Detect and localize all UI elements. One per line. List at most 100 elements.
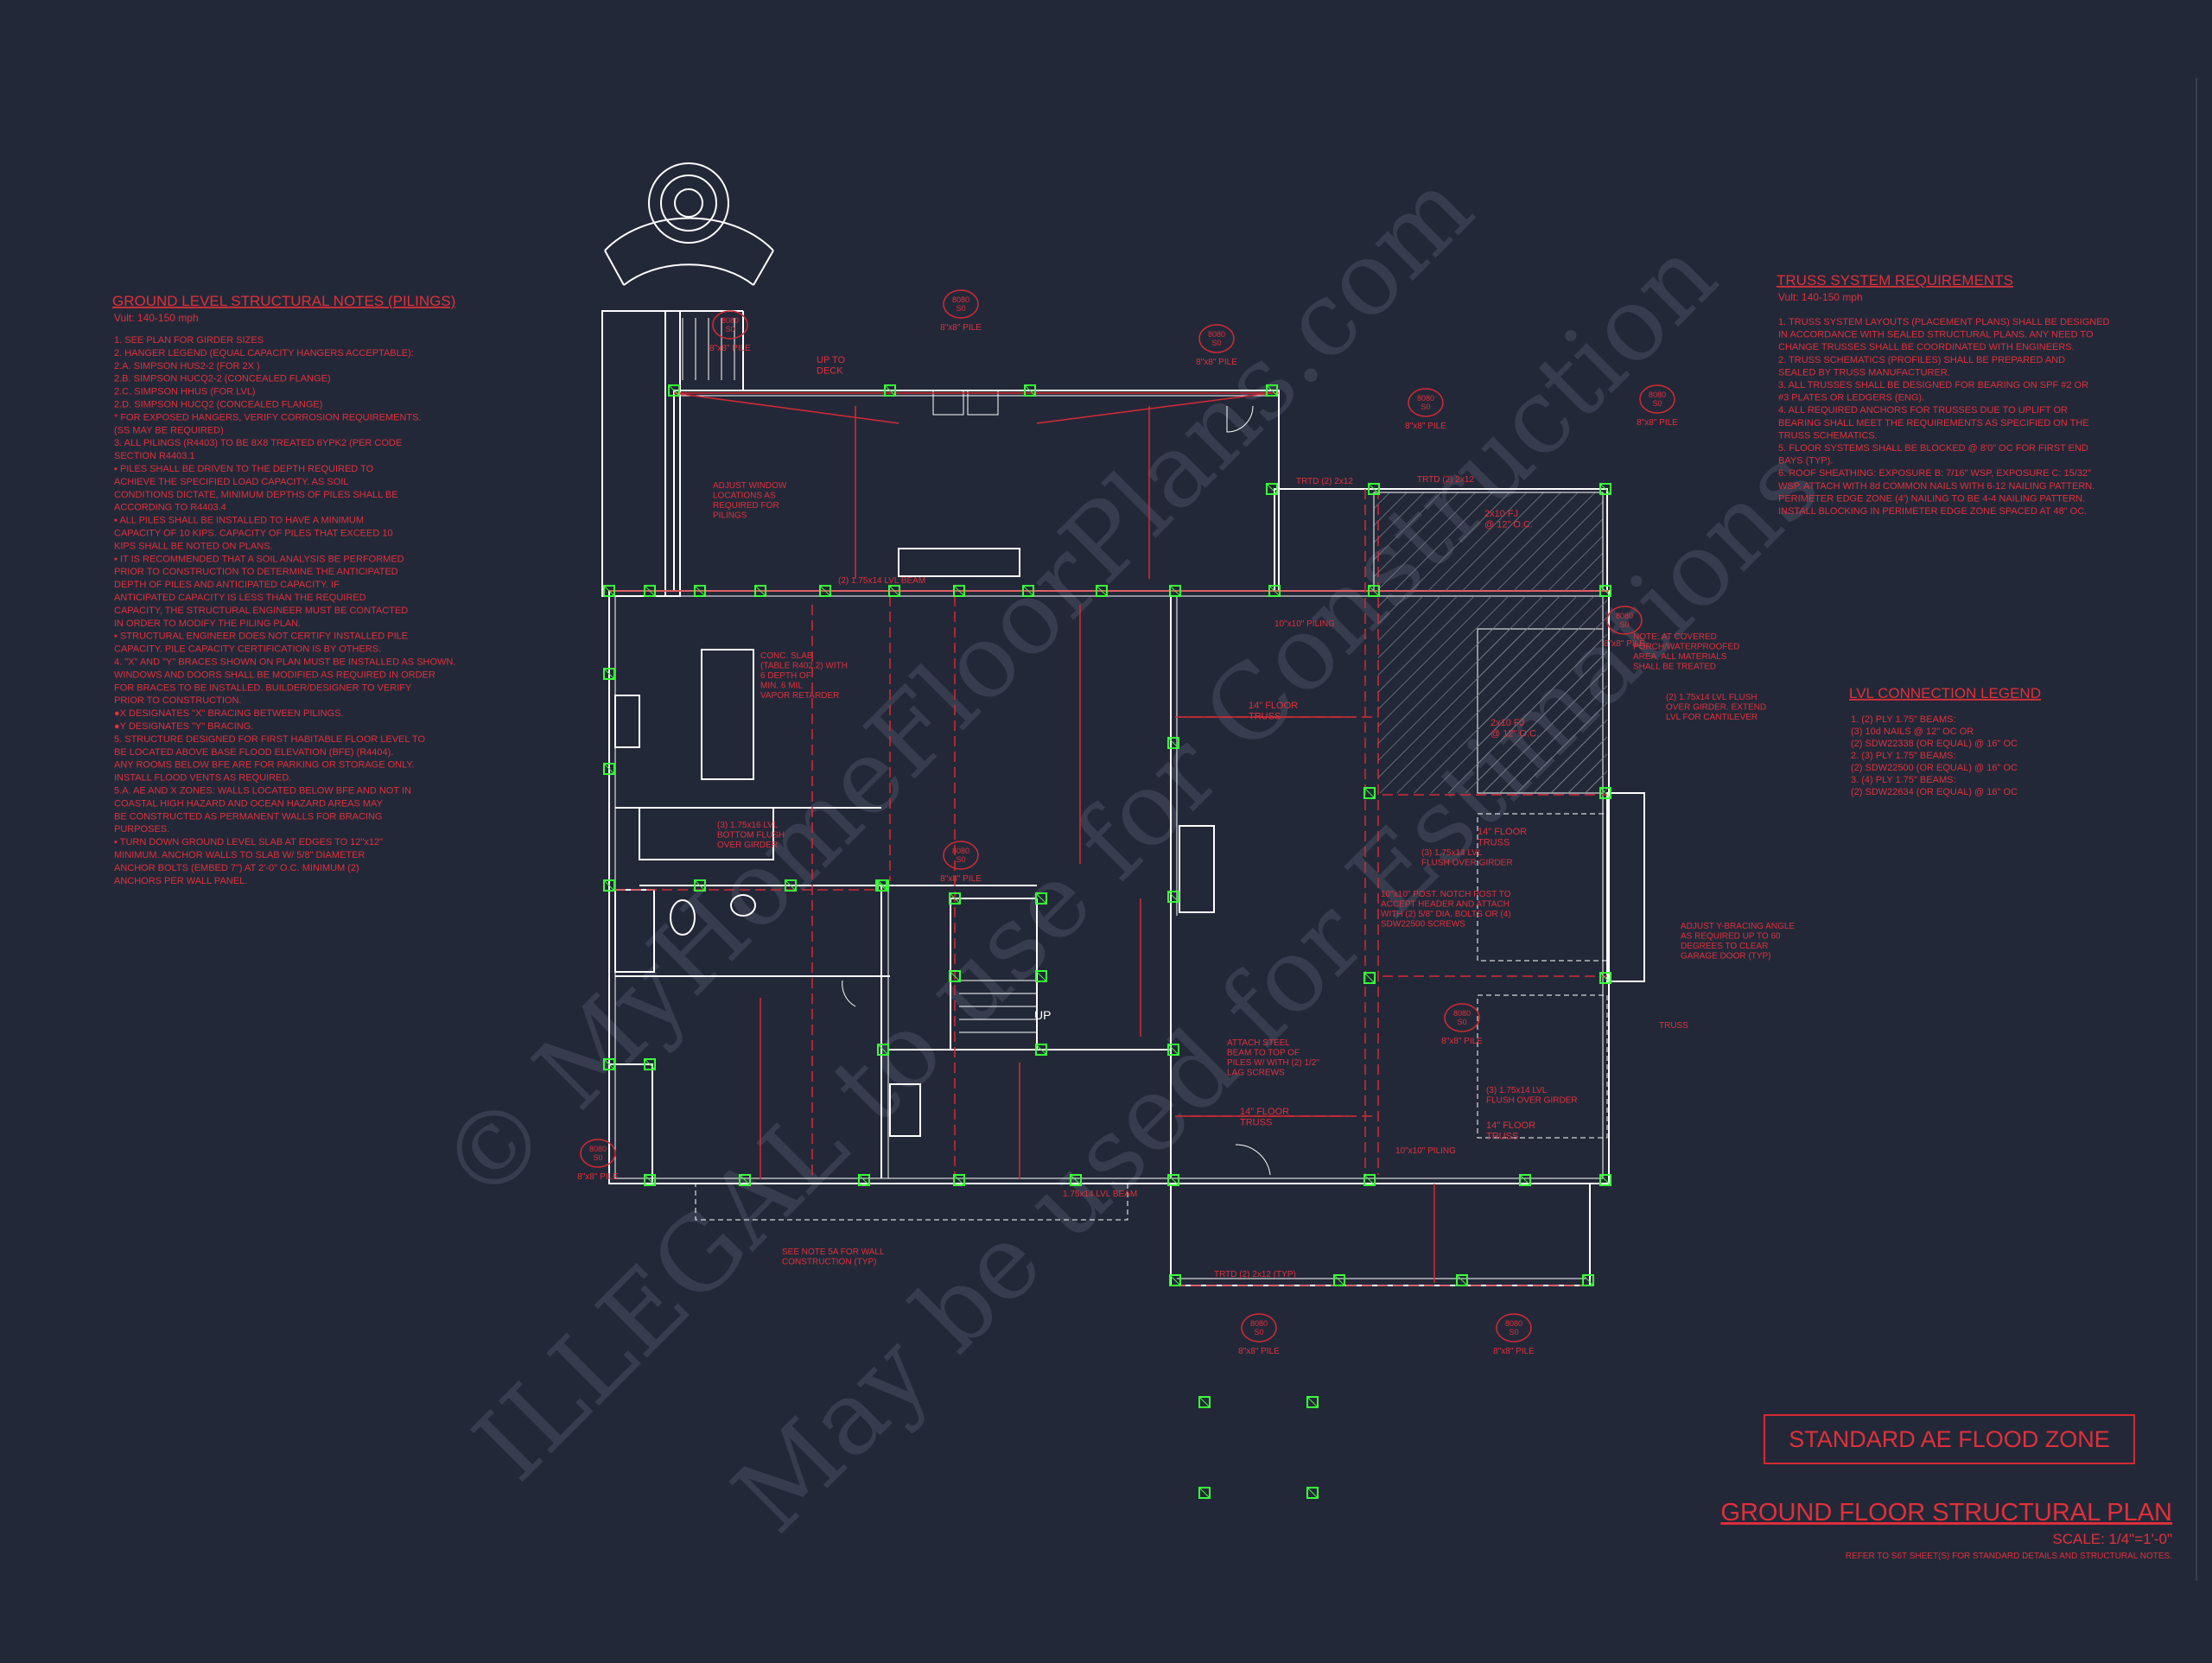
piling-cross — [1599, 972, 1611, 984]
pile-tag-text: 8080 — [589, 1145, 607, 1153]
pile-tag-text: 8080 — [721, 316, 739, 325]
plan-scale: SCALE: 1/4"=1'-0" — [2052, 1531, 2172, 1547]
piling-cross — [1035, 1044, 1047, 1056]
truss-line: BEARING SHALL MEET THE REQUIREMENTS AS S… — [1778, 418, 2089, 428]
piling — [1096, 585, 1108, 597]
piling — [1599, 972, 1611, 984]
piling — [953, 1174, 965, 1186]
piling — [1169, 585, 1181, 597]
piling — [1582, 1274, 1594, 1286]
piling-cross — [1167, 737, 1179, 749]
pile-label: 8"x8" PILE — [577, 1172, 619, 1182]
note-line: PURPOSES. — [114, 824, 169, 835]
truss-line: CHANGE TRUSSES SHALL BE COORDINATED WITH… — [1778, 342, 2075, 352]
piling — [1333, 1274, 1345, 1286]
label-truss: TRUSS — [1659, 1021, 1688, 1031]
note-line: BE CONSTRUCTED AS PERMANENT WALLS FOR BR… — [114, 811, 383, 822]
note-line: ●X DESIGNATES "X" BRACING BETWEEN PILING… — [114, 708, 343, 719]
pile-label: 8"x8" PILE — [1637, 418, 1678, 428]
truss-line: WSP. ATTACH WITH 8d COMMON NAILS WITH 6-… — [1778, 481, 2094, 492]
note-line: 1. SEE PLAN FOR GIRDER SIZES — [114, 335, 264, 346]
truss-line: 5. FLOOR SYSTEMS SHALL BE BLOCKED @ 8'0"… — [1778, 443, 2088, 454]
piling-cross — [884, 384, 896, 397]
pile-tag-text: 8080 — [1649, 390, 1666, 399]
piling — [785, 879, 797, 892]
piling-cross — [1035, 970, 1047, 982]
note-line: ▪ TURN DOWN GROUND LEVEL SLAB AT EDGES T… — [114, 837, 383, 847]
piling — [1035, 1044, 1047, 1056]
label-fj-2x10: 2x10 FJ@ 12" O.C. — [1491, 718, 1539, 739]
pile-label: 8"x8" PILE — [940, 874, 982, 884]
piling — [953, 585, 965, 597]
piling-cross — [1022, 585, 1034, 597]
piling-cross — [1363, 787, 1376, 799]
label-pile-10-b: 10"x10" PILING — [1395, 1146, 1456, 1156]
piling — [1363, 1174, 1376, 1186]
note-line: ANCHOR BOLTS (EMBED 7") AT 2'-0" O.C. MI… — [114, 863, 359, 873]
piling-cross — [1519, 1174, 1531, 1186]
pile-label: 8"x8" PILE — [1196, 358, 1237, 367]
piling-cross — [1266, 384, 1278, 397]
note-line: ▪ PILES SHALL BE DRIVEN TO THE DEPTH REQ… — [114, 464, 374, 474]
piling — [819, 585, 831, 597]
piling-cross — [1306, 1396, 1319, 1408]
piling-cross — [953, 1174, 965, 1186]
piling — [858, 1174, 870, 1186]
pile-tag — [1606, 606, 1643, 635]
note-line: 2.C. SIMPSON HHUS (FOR LVL) — [114, 387, 256, 397]
lvl-line: (2) SDW22634 (OR EQUAL) @ 16" OC — [1851, 787, 2018, 797]
piling-cross — [1096, 585, 1108, 597]
note-line: DEPTH OF PILES AND ANTICIPATED CAPACITY.… — [114, 580, 340, 590]
note-line: 2.D. SIMPSON HUCQ2 (CONCEALED FLANGE) — [114, 400, 322, 410]
pile-label: 8"x8" PILE — [1441, 1037, 1483, 1046]
piling — [644, 585, 656, 597]
note-line: 2.A. SIMPSON HUS2-2 (FOR 2X ) — [114, 361, 260, 371]
truss-line: SEALED BY TRUSS MANUFACTURER. — [1778, 367, 1950, 378]
note-line: COASTAL HIGH HAZARD AND OCEAN HAZARD ARE… — [114, 798, 384, 809]
label-up: UP — [1034, 1008, 1051, 1022]
note-line: KIPS SHALL BE NOTED ON PLANS. — [114, 541, 273, 551]
piling-cross — [754, 585, 766, 597]
piling — [1363, 787, 1376, 799]
walls — [601, 310, 1645, 1286]
piling — [668, 384, 680, 397]
pile-tag-text: S0 — [1421, 403, 1430, 411]
label-pile-10: 10"x10" PILING — [1274, 619, 1335, 629]
title-block: GROUND FLOOR STRUCTURAL PLAN SCALE: 1/4"… — [1720, 1499, 2172, 1561]
piling-cross — [644, 1058, 656, 1070]
piling-cross — [1167, 891, 1179, 903]
piling — [1169, 1274, 1181, 1286]
piling-cross — [1368, 585, 1380, 597]
piling — [884, 384, 896, 397]
label-treated-2: TRTD (2) 2x12 — [1417, 475, 1474, 485]
piling — [1599, 483, 1611, 495]
piling — [644, 1058, 656, 1070]
truss-line: 1. TRUSS SYSTEM LAYOUTS (PLACEMENT PLANS… — [1778, 317, 2110, 327]
north-arrow-icon — [604, 162, 774, 286]
notes-wind: Vult: 140-150 mph — [114, 312, 199, 324]
lvl-line: (2) SDW22500 (OR EQUAL) @ 16" OC — [1851, 763, 2018, 773]
piling — [603, 585, 615, 597]
notes-title: GROUND LEVEL STRUCTURAL NOTES (PILINGS) — [112, 293, 455, 309]
note-line: CAPACITY. PILE CAPACITY CERTIFICATION IS… — [114, 644, 381, 655]
piling — [1456, 1274, 1468, 1286]
pilings — [603, 384, 1611, 1499]
lvl-line: 3. (4) PLY 1.75" BEAMS: — [1851, 775, 1956, 785]
piling — [1368, 483, 1380, 495]
truss-line: 3. ALL TRUSSES SHALL BE DESIGNED FOR BEA… — [1778, 380, 2088, 390]
note-line: IN ORDER TO MODIFY THE PILING PLAN. — [114, 619, 301, 629]
piling — [1368, 585, 1380, 597]
truss-line: INSTALL BLOCKING IN PERIMETER EDGE ZONE … — [1778, 506, 2087, 517]
piling — [1035, 892, 1047, 904]
note-line: ANCHORS PER WALL PANEL. — [114, 876, 247, 886]
piling-cross — [949, 970, 961, 982]
piling — [949, 970, 961, 982]
piling — [1268, 585, 1281, 597]
pile-label: 8"x8" PILE — [1493, 1347, 1535, 1356]
note-line: 2.B. SIMPSON HUCQ2-2 (CONCEALED FLANGE) — [114, 374, 331, 384]
note-line: 4. "X" AND "Y" BRACES SHOWN ON PLAN MUST… — [114, 657, 455, 668]
